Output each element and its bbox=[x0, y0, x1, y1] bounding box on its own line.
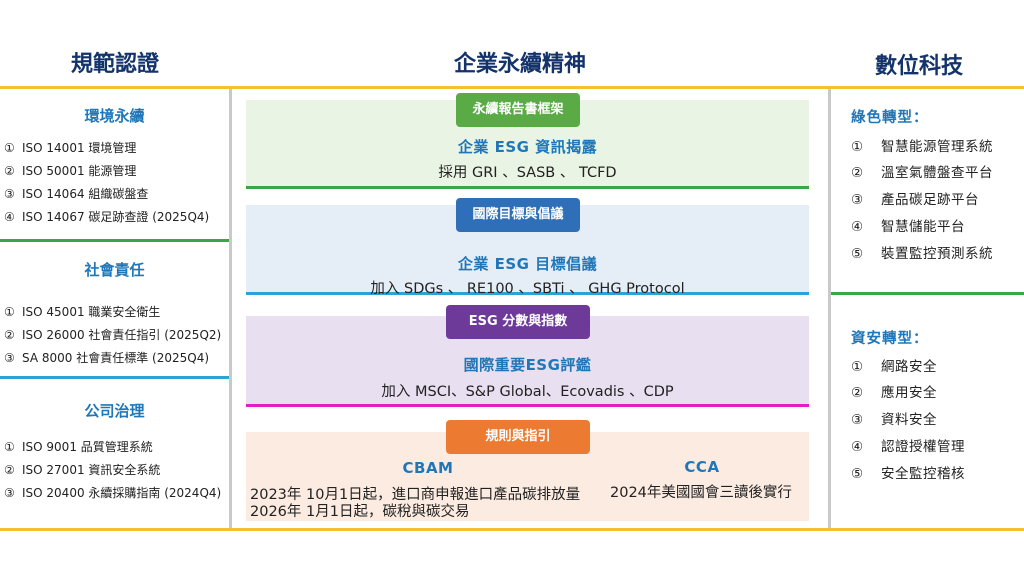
section-title-governance: 公司治理 bbox=[84, 402, 145, 420]
section-title-green-transformation: 綠色轉型： bbox=[851, 110, 929, 126]
badge-rules-guidelines: 規則與指引 bbox=[446, 420, 590, 454]
section-title-social: 社會責任 bbox=[84, 261, 145, 279]
right-header: 數位科技 bbox=[874, 54, 963, 79]
block-title: 國際重要ESG評鑑 bbox=[463, 356, 592, 374]
block-text: 採用 GRI 、SASB 、 TCFD bbox=[438, 165, 617, 181]
cbam-title: CBAM bbox=[402, 459, 454, 477]
top-gold-line bbox=[0, 86, 1024, 89]
cbam-line-2: 2026年 1月1日起，碳稅與碳交易 bbox=[250, 504, 470, 520]
badge-international-goals: 國際目標與倡議 bbox=[456, 198, 580, 232]
badge-esg-scores: ESG 分數與指數 bbox=[446, 305, 590, 339]
divider-blue bbox=[0, 376, 229, 379]
block-underline-blue bbox=[246, 292, 809, 295]
block-title: 企業 ESG 目標倡議 bbox=[457, 255, 598, 273]
block-underline-green bbox=[246, 186, 809, 189]
bottom-gold-line bbox=[0, 528, 1024, 531]
block-text: 加入 MSCI、S&P Global、Ecovadis 、CDP bbox=[381, 384, 674, 400]
badge-reporting-framework: 永續報告書框架 bbox=[456, 93, 580, 127]
left-header: 規範認證 bbox=[70, 52, 159, 77]
block-text: 加入 SDGs 、 RE100 、SBTi 、 GHG Protocol bbox=[370, 281, 685, 297]
section-title-security-transformation: 資安轉型： bbox=[851, 331, 929, 347]
cbam-line-1: 2023年 10月1日起，進口商申報進口產品碳排放量 bbox=[250, 487, 581, 503]
block-underline-magenta bbox=[246, 404, 809, 407]
divider-green bbox=[0, 239, 229, 242]
divider-green bbox=[831, 292, 1024, 295]
center-header: 企業永續精神 bbox=[453, 52, 586, 77]
cca-line-1: 2024年美國國會三讀後實行 bbox=[610, 485, 792, 501]
right-column-divider bbox=[828, 89, 831, 528]
block-title: 企業 ESG 資訊揭露 bbox=[457, 138, 598, 156]
section-title-environment: 環境永續 bbox=[84, 107, 145, 125]
left-column-divider bbox=[229, 89, 232, 528]
cca-title: CCA bbox=[684, 458, 720, 476]
